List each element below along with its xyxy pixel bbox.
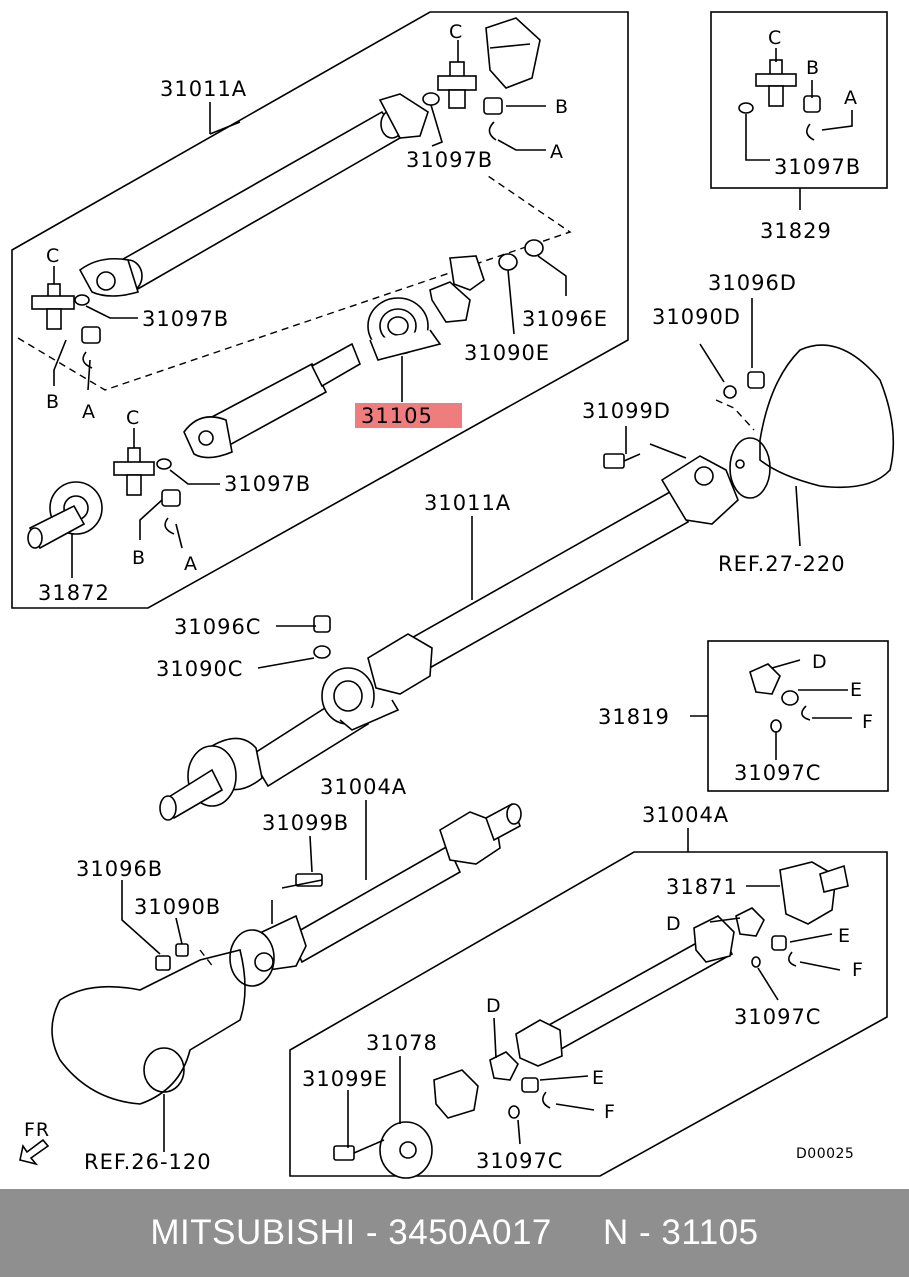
label-a-3: A	[184, 553, 198, 575]
main-rear-shaft	[159, 437, 771, 821]
lower-left-universal-joint-group	[113, 447, 181, 535]
label-31096d: 31096D	[708, 271, 797, 295]
inset-frame-31829	[710, 11, 888, 189]
label-31099b: 31099B	[262, 811, 349, 835]
label-31096c: 31096C	[174, 615, 261, 639]
label-a-4: A	[844, 87, 858, 109]
inset-31829-parts	[738, 59, 821, 141]
label-31829: 31829	[760, 219, 832, 243]
label-e-3: E	[592, 1067, 605, 1089]
label-31097b-b: 31097B	[142, 307, 229, 331]
label-31090d: 31090D	[652, 305, 741, 329]
label-e-1: E	[850, 679, 863, 701]
label-31872: 31872	[38, 581, 110, 605]
callout-labels: 31011A C B A 31097B C B A 31097B 31096E …	[24, 21, 874, 1174]
label-fr: FR	[24, 1119, 50, 1141]
label-a-2: A	[82, 401, 96, 423]
highlighted-part-box	[355, 403, 462, 428]
label-31004a-a: 31004A	[320, 775, 407, 799]
label-b-2: B	[46, 391, 60, 413]
label-d-3: D	[486, 995, 502, 1017]
flange-yoke-31872	[27, 481, 103, 550]
label-a-1: A	[550, 141, 564, 163]
label-b-3: B	[132, 547, 146, 569]
label-b-4: B	[806, 57, 820, 79]
lower-right-shaft-parts	[333, 861, 849, 1179]
label-31090b: 31090B	[134, 895, 221, 919]
diagram-code: D00025	[796, 1146, 854, 1162]
label-d-2: D	[666, 913, 682, 935]
dashed-guide-upper	[17, 175, 572, 391]
label-31096b: 31096B	[76, 857, 163, 881]
label-c-1: C	[449, 21, 463, 43]
label-31011a-mid: 31011A	[424, 491, 511, 515]
upper-left-frame	[11, 11, 629, 609]
label-ref-27-220: REF.27-220	[718, 552, 846, 576]
inset-31819-parts	[749, 663, 811, 733]
label-31099d: 31099D	[582, 399, 671, 423]
label-c-4: C	[768, 27, 782, 49]
label-31097c-c: 31097C	[476, 1149, 563, 1173]
leader-lines	[53, 40, 853, 1152]
left-universal-joint-group	[31, 283, 101, 369]
label-31099e: 31099E	[302, 1067, 388, 1091]
label-31078: 31078	[366, 1031, 438, 1055]
label-f-3: F	[604, 1101, 616, 1123]
upper-rear-shaft	[183, 342, 361, 459]
part-number-caption: MITSUBISHI - 3450A017 N - 31105	[150, 1213, 759, 1252]
rear-differential-outline	[603, 344, 895, 489]
upper-front-shaft	[78, 93, 429, 297]
label-f-2: F	[852, 959, 864, 981]
label-31090e: 31090E	[464, 341, 550, 365]
label-31011a-top: 31011A	[160, 77, 247, 101]
label-31819: 31819	[598, 705, 670, 729]
lower-right-frame	[289, 851, 888, 1177]
center-bearing-assembly	[367, 239, 544, 361]
transmission-outline	[51, 949, 246, 1105]
label-31090c: 31090C	[156, 657, 243, 681]
label-31105: 31105	[361, 404, 433, 428]
label-c-2: C	[46, 245, 60, 267]
label-f-1: F	[862, 711, 874, 733]
label-31004a-b: 31004A	[642, 803, 729, 827]
label-31097c-b: 31097C	[734, 1005, 821, 1029]
label-ref-26-120: REF.26-120	[84, 1150, 212, 1174]
label-31097b-c: 31097B	[224, 472, 311, 496]
label-31097b-d: 31097B	[774, 155, 861, 179]
footer-banner: MITSUBISHI - 3450A017 N - 31105	[0, 1189, 909, 1277]
label-31096e: 31096E	[522, 307, 608, 331]
label-31871: 31871	[666, 875, 738, 899]
label-b-1: B	[555, 96, 569, 118]
label-c-3: C	[126, 407, 140, 429]
front-direction-arrow-icon	[19, 1138, 50, 1166]
label-e-2: E	[838, 925, 851, 947]
label-31097b-a: 31097B	[406, 148, 493, 172]
label-31097c-a: 31097C	[734, 761, 821, 785]
upper-universal-joint-group	[422, 17, 541, 141]
front-propeller-shaft	[155, 802, 522, 987]
label-d-1: D	[812, 651, 828, 673]
